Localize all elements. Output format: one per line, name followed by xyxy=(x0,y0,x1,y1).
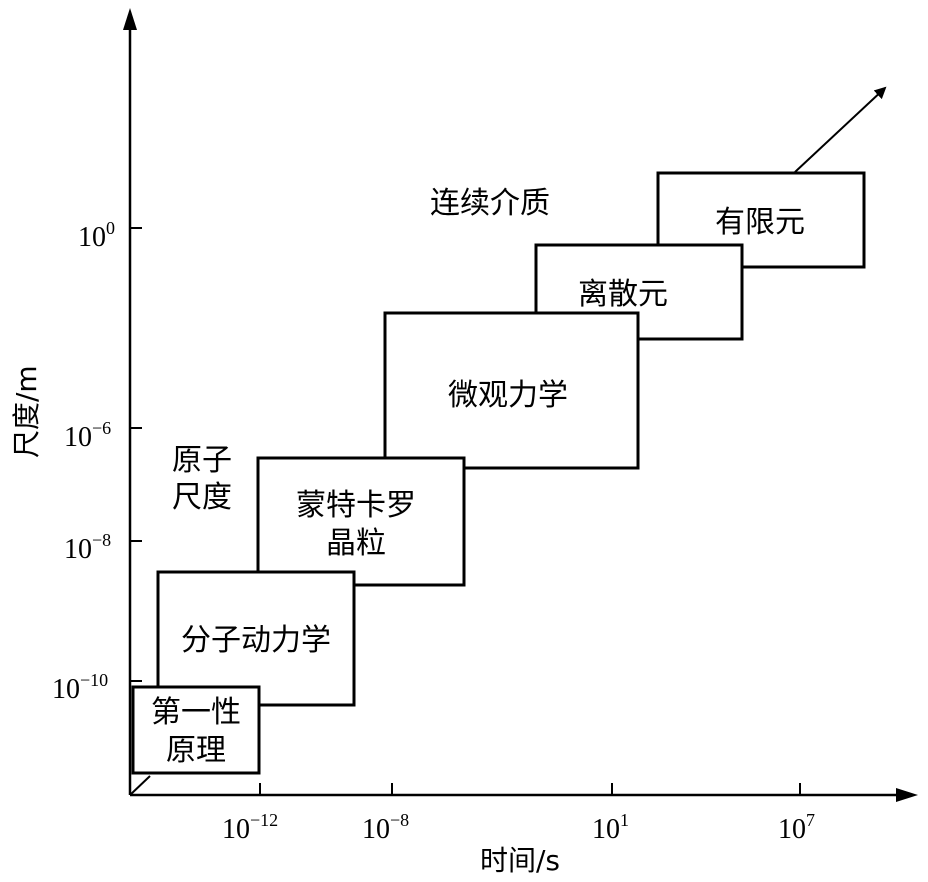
x-tick-label-1: 10−8 xyxy=(362,810,409,845)
box-first-principles xyxy=(131,685,261,775)
label-monte-carlo-line2: 晶粒 xyxy=(326,526,386,561)
label-micromechanics: 微观力学 xyxy=(448,378,568,413)
y-tick-label-3: 10−10 xyxy=(52,670,108,705)
x-axis-label: 时间/s xyxy=(480,844,560,877)
box-molecular-dynamics xyxy=(156,570,356,707)
box-monte-carlo xyxy=(256,456,466,587)
x-tick-label-2: 101 xyxy=(592,810,629,845)
annotation-continuum: 连续介质 xyxy=(430,186,550,221)
annotation-atomic-scale-line2: 尺度 xyxy=(172,480,232,515)
label-molecular-dynamics: 分子动力学 xyxy=(181,623,331,658)
y-axis-arrow xyxy=(123,8,137,30)
y-axis-label: 尺度/m xyxy=(10,365,43,458)
annotation-atomic-scale-line1: 原子 xyxy=(172,443,232,478)
y-tick-label-2: 10−8 xyxy=(64,530,111,565)
y-tick-label-1: 10−6 xyxy=(64,418,111,453)
x-tick-label-3: 107 xyxy=(778,810,815,845)
box-micromechanics xyxy=(383,311,640,470)
label-first-principles-line2: 原理 xyxy=(166,733,226,768)
x-axis-arrow xyxy=(896,788,918,802)
label-discrete-element: 离散元 xyxy=(578,277,668,312)
connector-origin xyxy=(129,775,151,796)
trend-arrow xyxy=(794,86,887,173)
label-first-principles-line1: 第一性 xyxy=(151,695,241,730)
label-finite-element: 有限元 xyxy=(715,205,805,240)
label-monte-carlo-line1: 蒙特卡罗 xyxy=(296,488,416,523)
y-tick-label-0: 100 xyxy=(78,218,115,253)
x-tick-label-0: 10−12 xyxy=(222,810,278,845)
